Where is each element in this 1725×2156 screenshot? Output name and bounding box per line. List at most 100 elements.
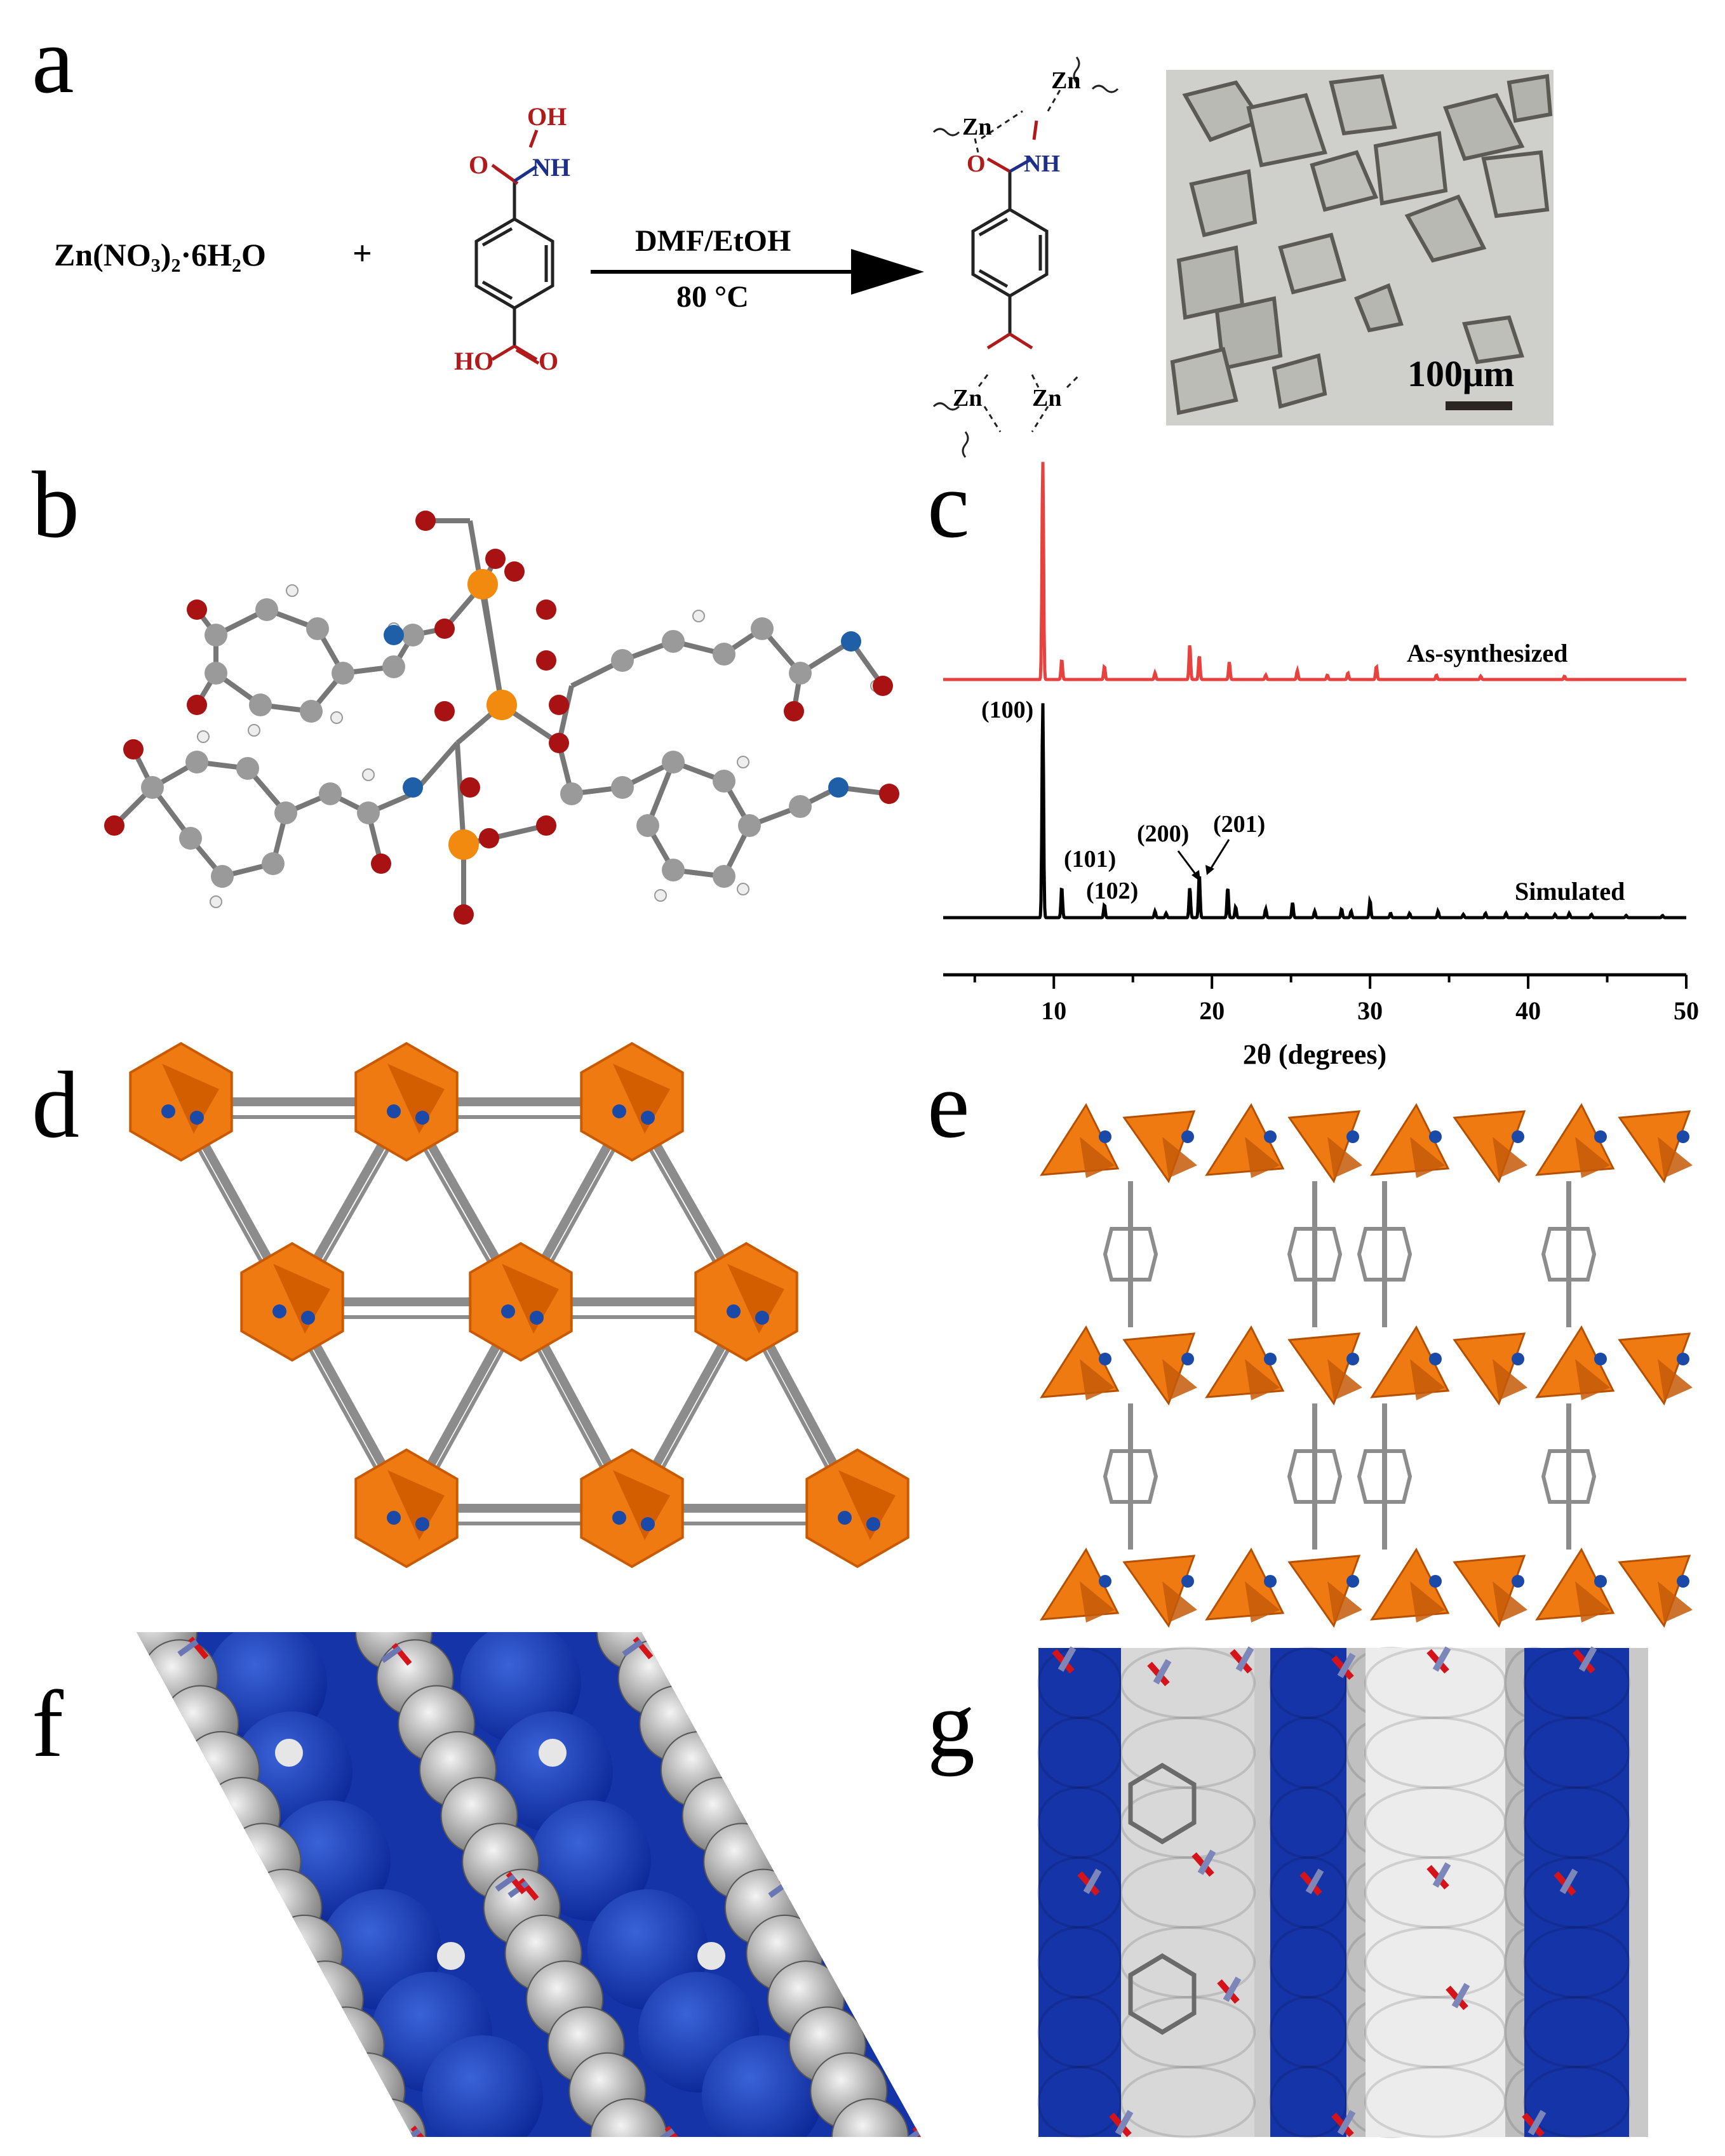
pillar-ring-0-2 — [1357, 1227, 1413, 1282]
tetra-shade-2-3 — [1327, 1581, 1362, 1623]
pore-center-2 — [437, 1942, 465, 1970]
n-atom-b-8 — [866, 1517, 880, 1531]
peak-arrowhead-200 — [1191, 870, 1200, 881]
product-label-zn-4: Zn — [1032, 385, 1062, 412]
pore-blue-10 — [702, 2035, 822, 2137]
g-n-stick-13 — [1527, 2110, 1547, 2136]
peak-arrowhead-201 — [1205, 865, 1214, 875]
tetra-shade-2-0 — [1080, 1581, 1115, 1623]
tetra-shade-2-6 — [1575, 1581, 1610, 1623]
e-n-atom-2-4 — [1429, 1575, 1442, 1588]
panel-letter-e: e — [927, 1052, 970, 1158]
e-n-atom-1-0 — [1099, 1353, 1111, 1365]
n-atom-b-1 — [415, 1111, 429, 1125]
peak-label-0: (100) — [981, 697, 1033, 723]
n-atom-b-4 — [530, 1311, 544, 1325]
panel-letter-b: b — [32, 452, 79, 558]
tetra-shade-1-3 — [1327, 1359, 1362, 1400]
tetra-shade-0-1 — [1162, 1137, 1197, 1178]
tetra-1-5 — [1453, 1332, 1526, 1406]
tetra-shade-0-5 — [1493, 1137, 1527, 1178]
channel-wall-2-11 — [831, 2098, 909, 2137]
x-axis-label: 2θ (degrees) — [1243, 1039, 1386, 1070]
n-stick-8 — [901, 2128, 921, 2137]
peak-label-1: (101) — [1064, 846, 1116, 873]
col-ridge-6-2 — [1523, 1786, 1630, 1859]
e-n-atom-1-2 — [1264, 1353, 1277, 1365]
n-stick-9 — [495, 1874, 516, 1892]
panel-letter-d: d — [32, 1052, 79, 1158]
pattern-line-1 — [943, 703, 1686, 920]
pillar-ring-1-1 — [1287, 1449, 1343, 1504]
e-n-atom-0-3 — [1346, 1130, 1359, 1143]
tetra-shade-2-4 — [1410, 1581, 1445, 1623]
g-n-stick-11 — [1115, 2110, 1134, 2136]
tetra-2-5 — [1453, 1555, 1526, 1628]
ligand-label-nh: NH — [532, 153, 570, 182]
n-atom-2 — [612, 1104, 626, 1118]
e-n-atom-0-4 — [1429, 1130, 1442, 1143]
tetra-shade-2-1 — [1162, 1581, 1197, 1623]
ligand-label-ho: HO — [454, 347, 494, 375]
e-n-atom-2-3 — [1346, 1575, 1359, 1588]
tetra-shade-1-2 — [1245, 1359, 1280, 1400]
pattern-line-0 — [943, 462, 1686, 681]
n-atom-0 — [161, 1104, 175, 1118]
n-stick-6 — [399, 2128, 421, 2137]
col-ridge-6-0 — [1523, 1647, 1630, 1719]
reactant-metal-salt: Zn(NO₃)₂·6H₂O — [54, 237, 266, 272]
zn-node-shade-3 — [273, 1264, 330, 1334]
tetra-2-1 — [1122, 1555, 1196, 1628]
pillar-ring-1-2 — [1357, 1449, 1413, 1504]
pore-center-1 — [539, 1739, 567, 1767]
n-atom-b-3 — [301, 1311, 315, 1325]
zn-node-shade-5 — [727, 1264, 784, 1334]
series-label-1: Simulated — [1515, 877, 1625, 906]
e-n-atom-1-6 — [1594, 1353, 1607, 1365]
g-n-stick-9 — [1432, 1862, 1451, 1888]
scale-bar-label: 100μm — [1407, 353, 1515, 394]
reaction-arrow — [591, 249, 924, 295]
crystal-micrograph: 100μm — [1166, 70, 1554, 425]
product-label-nh: NH — [1024, 151, 1060, 177]
tetra-1-3 — [1287, 1332, 1361, 1406]
n-atom-4 — [501, 1304, 515, 1318]
panel-letter-a: a — [32, 8, 74, 113]
pillar-ring-1-3 — [1541, 1449, 1597, 1504]
peak-label-2: (102) — [1086, 878, 1138, 904]
panel-letter-c: c — [927, 452, 970, 558]
ligand-structure — [474, 130, 554, 365]
series-label-0: As-synthesized — [1407, 639, 1567, 667]
tetra-0-5 — [1453, 1110, 1526, 1184]
e-n-atom-0-1 — [1181, 1130, 1194, 1143]
n-atom-b-0 — [190, 1111, 204, 1125]
ligand-label-o-bottom: O — [539, 347, 559, 375]
tetra-shade-1-1 — [1162, 1359, 1197, 1400]
n-atom-7 — [612, 1511, 626, 1525]
col-ridge-6-1 — [1523, 1717, 1630, 1789]
tetra-0-3 — [1287, 1110, 1361, 1184]
channel-col-4 — [1366, 1648, 1505, 2137]
n-atom-b-2 — [641, 1111, 655, 1125]
channel-col-1 — [1121, 1648, 1254, 2137]
col-ridge-1-5 — [1120, 1996, 1256, 2068]
g-n-stick-2 — [1235, 1646, 1254, 1672]
scale-bar — [1446, 401, 1512, 410]
product-label-o: O — [967, 151, 986, 177]
e-n-atom-2-2 — [1264, 1575, 1277, 1588]
tetra-shade-2-2 — [1245, 1581, 1280, 1623]
zn-node-shade-7 — [613, 1470, 670, 1540]
n-atom-3 — [272, 1304, 286, 1318]
g-n-stick-5 — [1578, 1646, 1597, 1672]
x-tick-label-2: 30 — [1357, 996, 1383, 1025]
tetra-0-7 — [1618, 1110, 1691, 1184]
x-tick-label-4: 50 — [1674, 996, 1699, 1025]
e-n-atom-2-1 — [1181, 1575, 1194, 1588]
g-n-stick-10 — [1559, 1868, 1578, 1894]
e-n-atom-2-6 — [1594, 1575, 1607, 1588]
pillar-ring-0-0 — [1103, 1227, 1158, 1282]
